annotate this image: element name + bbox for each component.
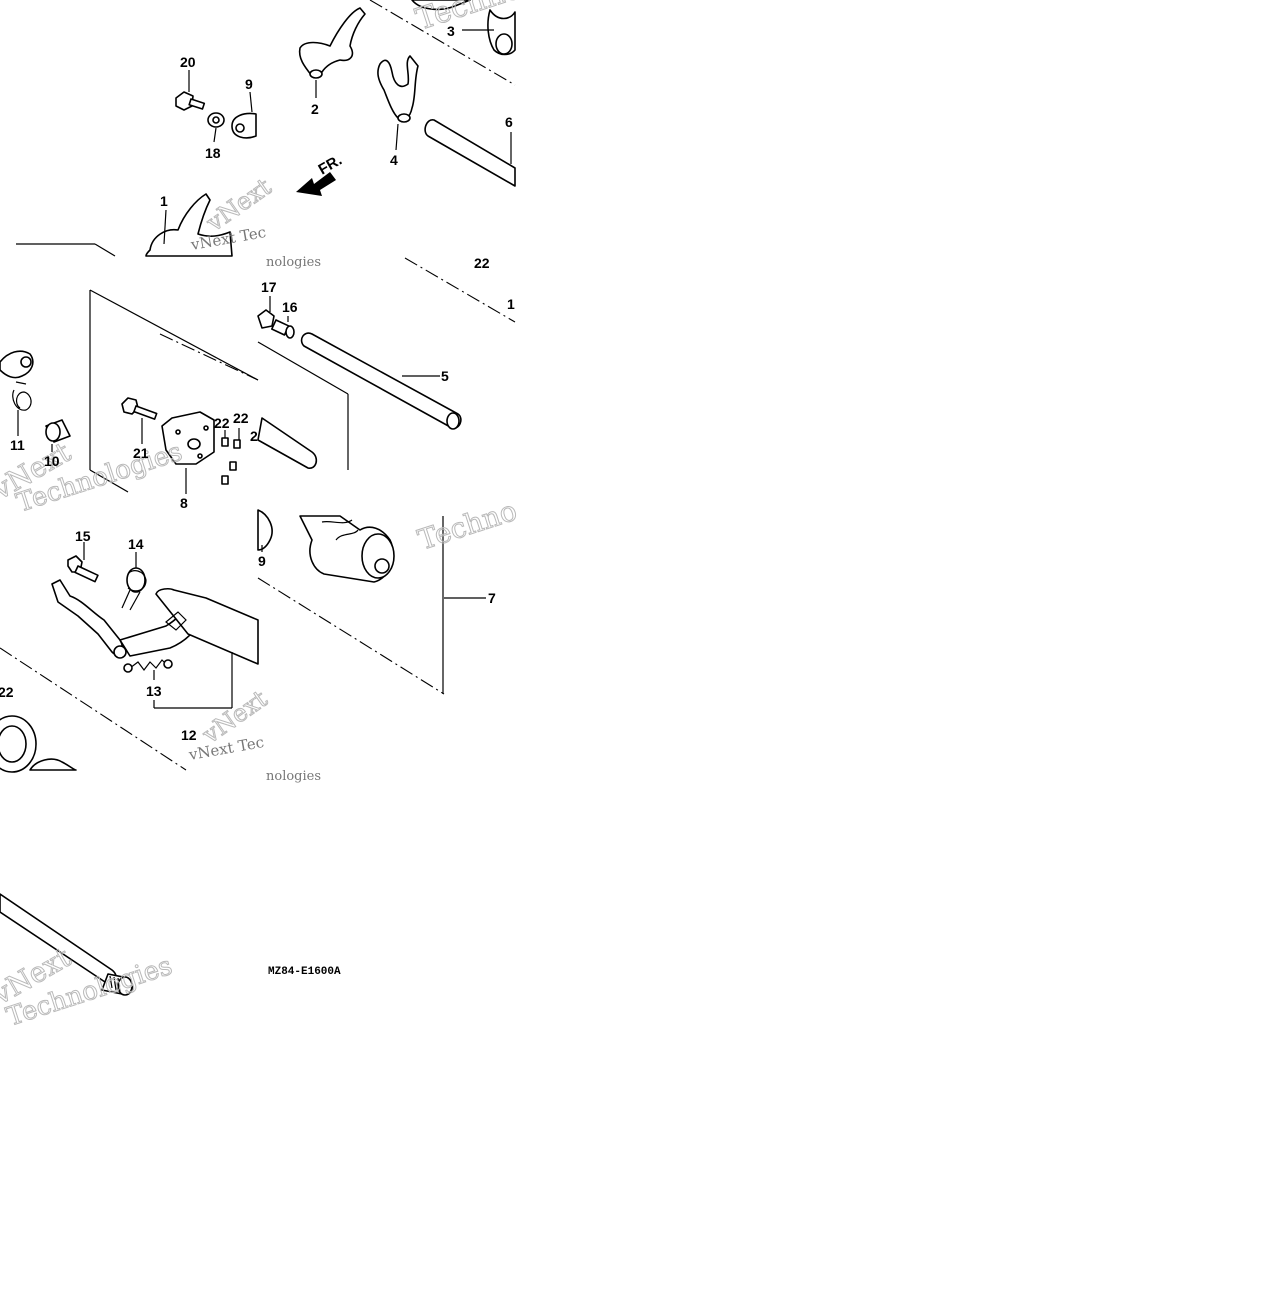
- shift-fork-4: [377, 55, 419, 123]
- callout-20: 20: [180, 54, 196, 70]
- callout-16: 16: [282, 299, 298, 315]
- plate-9-top: [231, 112, 257, 139]
- spring-13: [123, 659, 173, 673]
- tile-middle-right: [257, 257, 516, 470]
- callout-22-a: 22: [214, 415, 230, 431]
- callout-5: 5: [441, 368, 449, 384]
- tile-top-left: FR.: [16, 0, 516, 257]
- return-spring-11: [0, 350, 34, 411]
- callout-13: 13: [146, 683, 162, 699]
- callout-22-lower: 22: [0, 684, 14, 700]
- shift-fork-1: [145, 193, 233, 257]
- return-spring-14: [121, 567, 147, 611]
- front-arrow-label: FR.: [316, 152, 345, 179]
- callout-2: 2: [311, 101, 319, 117]
- watermark-7: Techno: [414, 494, 521, 557]
- callout-3: 3: [447, 23, 455, 39]
- callout-9-lower: 9: [258, 553, 266, 569]
- collar-10: [45, 419, 71, 443]
- callout-4: 4: [390, 152, 398, 168]
- shift-fork-3: [411, 0, 516, 56]
- shift-drum-7: [299, 515, 395, 583]
- shift-fork-2: [298, 7, 366, 79]
- bolt-15: [67, 555, 99, 583]
- bearing-9: [257, 509, 273, 551]
- callout-7: 7: [488, 590, 496, 606]
- dowel-pins-22: [221, 437, 241, 485]
- stopper-shaft: [257, 417, 318, 469]
- gearshift-spindle-12: [51, 579, 259, 665]
- callout-1-right: 1: [507, 296, 515, 312]
- callout-2-mid: 2: [250, 428, 258, 444]
- bearing-22: [0, 715, 77, 773]
- tile-bottom: MZ84-E1600A: [0, 893, 341, 996]
- shift-fork-shaft-6: [424, 119, 516, 187]
- callout-11: 11: [10, 437, 25, 453]
- callout-22-b: 22: [233, 410, 249, 426]
- callouts: 20 9 18 2 3 4 6 1 22 1 17 16 5 11 10 21 …: [0, 23, 515, 743]
- diagram-code: MZ84-E1600A: [268, 966, 341, 978]
- callout-12: 12: [181, 727, 197, 743]
- callout-1: 1: [160, 193, 168, 209]
- callout-6: 6: [505, 114, 513, 130]
- callout-18: 18: [205, 145, 221, 161]
- callout-14: 14: [128, 536, 144, 552]
- callout-22-top: 22: [474, 255, 490, 271]
- callout-21: 21: [133, 445, 149, 461]
- tile-lower-left: [0, 542, 259, 773]
- pin-16: [270, 319, 295, 339]
- gearshift-spindle-shaft: [0, 893, 134, 996]
- watermark-4: nologies: [266, 255, 321, 270]
- bolt-21: [121, 397, 158, 420]
- shift-fork-shaft-5: [300, 332, 462, 430]
- callout-15: 15: [75, 528, 91, 544]
- callout-9: 9: [245, 76, 253, 92]
- bolt-20: [175, 91, 206, 111]
- clip-17: [257, 309, 275, 329]
- tile-middle-left: [0, 289, 259, 494]
- callout-8: 8: [180, 495, 188, 511]
- drum-center-8: [161, 411, 215, 465]
- washer-18: [207, 112, 225, 128]
- callout-17: 17: [261, 279, 277, 295]
- tile-lower-right: [257, 509, 486, 695]
- watermark-10: nologies: [266, 769, 321, 784]
- callout-10: 10: [44, 453, 60, 469]
- front-arrow: FR.: [296, 152, 345, 196]
